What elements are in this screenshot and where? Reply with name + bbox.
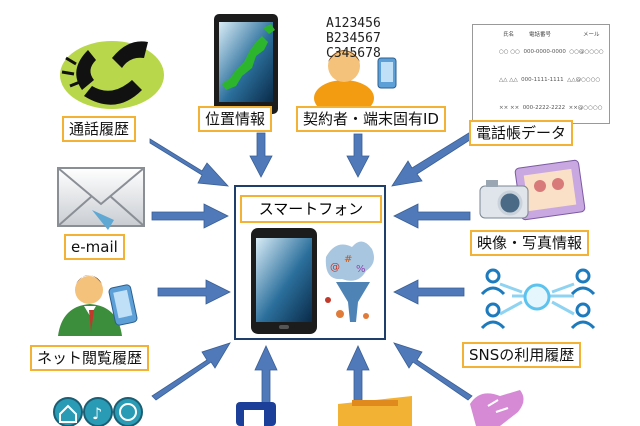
id-list: A123456 B234567 C345678 <box>326 16 381 61</box>
label-media: 映像・写真情報 <box>470 230 590 256</box>
id-line: B234567 <box>326 31 381 46</box>
phonebook-row: △△ △△ 000-1111-1111 △△@○○○○ <box>499 77 600 83</box>
app-icons: ♪ <box>53 397 143 426</box>
camera-photo-icon <box>479 159 586 221</box>
arrow-bottom-mid-left <box>254 345 278 411</box>
location-phone-icon <box>214 14 278 114</box>
phonebook-cell-phone: 000-1111-1111 <box>521 77 564 83</box>
label-browsing: ネット閲覧履歴 <box>30 345 150 371</box>
phonebook-table: 氏名 電話番号 メール ○○ ○○ 000-0000-0000 ○○@○○○○ … <box>472 24 610 124</box>
phonebook-row: ×× ×× 000-2222-2222 ××@○○○○ <box>499 105 603 111</box>
data-funnel-icon: @ # % <box>325 241 374 322</box>
person-browsing-icon <box>58 275 138 336</box>
id-line: C345678 <box>326 46 381 61</box>
phonebook-cell-mail: ××@○○○○ <box>568 105 603 111</box>
bottom-partial-icons <box>236 390 524 426</box>
phonebook-row: ○○ ○○ 000-0000-0000 ○○@○○○○ <box>499 49 604 55</box>
arrow-media <box>393 203 471 229</box>
label-phonebook: 電話帳データ <box>469 120 574 146</box>
arrow-location <box>249 132 273 178</box>
svg-text:♪: ♪ <box>92 404 102 423</box>
arrow-browsing <box>157 279 231 305</box>
center-smartphone <box>251 228 317 334</box>
phonebook-cell-mail: △△@○○○○ <box>567 77 601 83</box>
sns-network-icon <box>480 268 596 330</box>
telephone-handset-icon <box>60 41 164 109</box>
phonebook-cell-name: ×× ×× <box>499 105 520 111</box>
envelope-icon <box>57 167 145 230</box>
label-email: e-mail <box>64 234 125 260</box>
id-line: A123456 <box>326 16 381 31</box>
arrow-bottom-left <box>151 342 231 401</box>
svg-text:@: @ <box>330 262 340 273</box>
label-contract-id: 契約者・端末固有ID <box>296 106 446 132</box>
arrow-sns <box>393 279 465 305</box>
phonebook-header-name: 氏名 <box>503 32 515 38</box>
arrow-contract-id <box>346 133 370 178</box>
phonebook-header-phone: 電話番号 <box>529 32 552 38</box>
svg-text:%: % <box>356 264 366 275</box>
smartphone-title: スマートフォン <box>240 195 382 223</box>
phonebook-cell-phone: 000-2222-2222 <box>522 105 566 111</box>
phonebook-cell-phone: 000-0000-0000 <box>523 49 566 55</box>
svg-text:#: # <box>344 254 352 265</box>
phonebook-cell-name: △△ △△ <box>499 77 518 83</box>
arrow-call-history <box>149 138 229 187</box>
arrow-email <box>151 203 229 229</box>
phonebook-cell-name: ○○ ○○ <box>499 49 520 55</box>
arrow-phonebook <box>391 130 477 187</box>
label-sns: SNSの利用履歴 <box>462 342 582 368</box>
label-location: 位置情報 <box>198 106 273 132</box>
label-call-history: 通話履歴 <box>62 116 137 142</box>
phonebook-cell-mail: ○○@○○○○ <box>569 49 604 55</box>
phonebook-header-mail: メール <box>583 32 600 38</box>
arrow-bottom-right <box>393 342 473 401</box>
